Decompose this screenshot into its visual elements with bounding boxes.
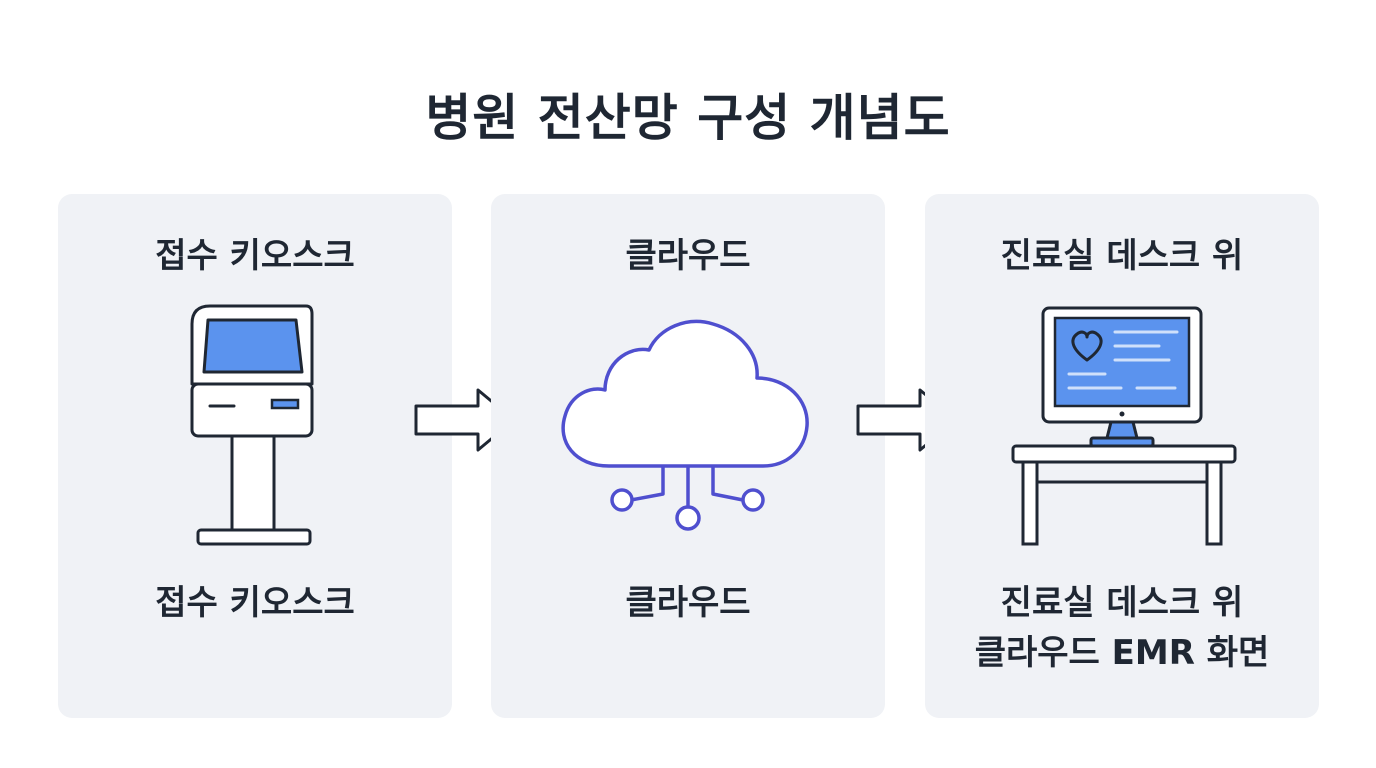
panel-caption: 진료실 데스크 위 클라우드 EMR 화면 <box>925 578 1319 678</box>
caption-line: 진료실 데스크 위 <box>1000 583 1244 623</box>
diagram-title: 병원 전산망 구성 개념도 <box>425 89 951 147</box>
panel-header: 진료실 데스크 위 <box>1000 236 1244 276</box>
cloud-network-icon <box>561 319 809 531</box>
desk-monitor-icon <box>1011 306 1237 546</box>
panel-exam-room-desk: 진료실 데스크 위 진료실 데스크 위 클라우드 EMR 화면 <box>925 194 1319 718</box>
caption-line: 클라우드 EMR 화면 <box>974 633 1270 673</box>
panel-reception-kiosk: 접수 키오스크 접수 키오스크 <box>58 194 452 718</box>
caption-line: 접수 키오스크 <box>155 583 355 623</box>
panel-caption: 접수 키오스크 <box>58 578 452 628</box>
panel-header: 클라우드 <box>625 236 751 276</box>
kiosk-icon <box>190 304 314 546</box>
panel-header: 접수 키오스크 <box>155 236 355 276</box>
panel-caption: 클라우드 <box>491 578 885 628</box>
panel-cloud: 클라우드 클라우드 <box>491 194 885 718</box>
caption-line: 클라우드 <box>625 583 751 623</box>
